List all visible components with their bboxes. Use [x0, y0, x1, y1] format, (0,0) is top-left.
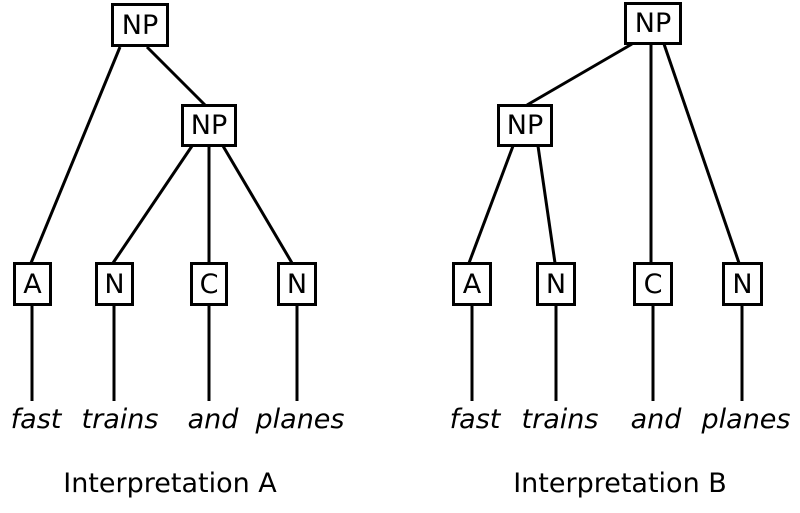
tree-b-leaf-c-node: C: [633, 262, 673, 306]
caption-interpretation-b: Interpretation B: [513, 468, 727, 499]
edge-a-root-to-leaf-a: [29, 46, 122, 264]
tree-a-word-trains: trains: [81, 404, 159, 435]
tree-a-leaf-a-node: A: [13, 262, 52, 306]
edge-a-inner-to-leaf-n2: [221, 145, 294, 264]
tree-a-root-node: NP: [111, 3, 169, 47]
edge-b-root-to-leaf-n2: [662, 43, 741, 264]
tree-a-inner-node: NP: [181, 104, 237, 147]
caption-interpretation-a: Interpretation A: [63, 468, 277, 499]
tree-b-word-planes: planes: [701, 404, 791, 435]
edge-b-inner-to-leaf-a: [467, 145, 515, 264]
tree-b-word-and: and: [630, 404, 682, 435]
tree-b-root-node: NP: [624, 2, 682, 45]
tree-b-word-trains: trains: [521, 404, 599, 435]
tree-a-word-and: and: [187, 404, 239, 435]
tree-b-leaf-n1-node: N: [536, 262, 576, 306]
tree-a-leaf-n1-node: N: [95, 262, 134, 306]
tree-a-leaf-c-node: C: [190, 262, 228, 306]
tree-b-leaf-n2-node: N: [722, 262, 763, 306]
edge-b-inner-to-leaf-n1: [536, 145, 557, 264]
tree-a-word-planes: planes: [255, 404, 345, 435]
edge-a-root-to-inner-np: [145, 45, 207, 107]
tree-b-word-fast: fast: [449, 404, 501, 435]
tree-b-inner-node: NP: [497, 104, 553, 147]
tree-b-leaf-a-node: A: [452, 262, 492, 306]
edge-a-inner-to-leaf-n1: [111, 145, 194, 264]
edge-b-root-to-inner-np: [526, 42, 633, 107]
tree-a-word-fast: fast: [10, 404, 62, 435]
tree-a-leaf-n2-node: N: [277, 262, 317, 306]
